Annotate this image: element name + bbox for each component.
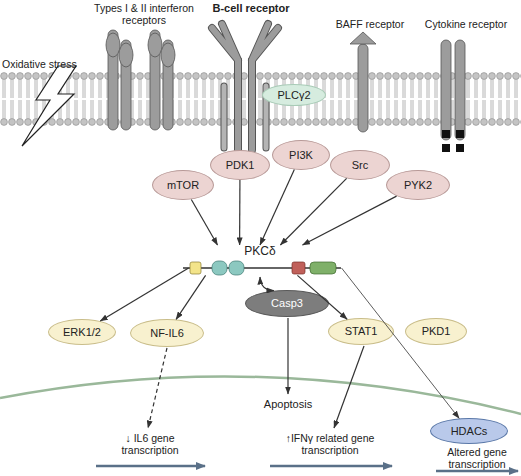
- annotation-text: BAFF receptor: [330, 18, 410, 30]
- node-text: PYK2: [404, 179, 432, 191]
- interferon-receptors: [106, 30, 175, 130]
- transcription-arrow: [334, 346, 364, 428]
- signal-arrow: [100, 268, 188, 321]
- signal-arrow: [239, 180, 241, 245]
- signal-arrow: [260, 277, 274, 291]
- signal-arrow: [260, 170, 294, 245]
- enzyme-ellipse: PLCγ2: [262, 84, 326, 106]
- node-text: STAT1: [345, 325, 378, 337]
- annotation-text: Apoptosis: [248, 398, 328, 411]
- node-text: PLCγ2: [277, 89, 310, 101]
- lightning-bolt: [22, 66, 76, 146]
- nuclear-envelope: [0, 376, 521, 414]
- caspase-ellipse: Casp3: [245, 290, 329, 317]
- b-cell-receptor: [212, 24, 278, 150]
- effector-ellipse: PKD1: [405, 318, 467, 345]
- kinase-ellipse: PI3K: [272, 140, 330, 170]
- effector-ellipse: ERK1/2: [48, 319, 116, 345]
- nuclear-ellipse: HDACs: [430, 418, 508, 444]
- node-text: PKCδ: [244, 245, 275, 258]
- kinase-ellipse: PDK1: [210, 150, 270, 180]
- signal-arrow: [176, 275, 206, 319]
- annotation-text: Cytokine receptor: [412, 18, 520, 30]
- kinase-ellipse: PYK2: [386, 170, 450, 200]
- node-text: NF-IL6: [150, 327, 184, 339]
- gene-arrow: [436, 470, 518, 473]
- annotation-text: ↓ IL6 gene transcription: [98, 432, 202, 456]
- cytokine-receptor: [441, 40, 465, 152]
- node-text: Casp3: [271, 297, 303, 309]
- signal-arrow: [280, 178, 346, 245]
- annotation-text: Types I & II interferon receptors: [84, 2, 204, 26]
- node-text: PDK1: [226, 159, 255, 171]
- node-text: Src: [352, 159, 369, 171]
- node-text: PI3K: [289, 149, 313, 161]
- annotation-text: Altered gene transcription: [434, 446, 520, 470]
- dashed-arrow: [148, 348, 167, 428]
- kinase-ellipse: mTOR: [152, 170, 214, 200]
- node-text: mTOR: [167, 179, 199, 191]
- annotation-text: ↑IFNγ related gene transcription: [266, 432, 394, 456]
- node-text: ERK1/2: [63, 326, 101, 338]
- annotation-text: Oxidative stress: [2, 58, 92, 70]
- pkc-domain-bar: [183, 261, 341, 275]
- kinase-ellipse: Src: [330, 150, 390, 180]
- gene-arrow: [96, 465, 205, 468]
- annotation-text: B-cell receptor: [196, 2, 306, 15]
- effector-ellipse: STAT1: [328, 318, 394, 345]
- gene-arrow: [270, 465, 392, 468]
- node-text: HDACs: [451, 425, 488, 437]
- baff-receptor: [350, 32, 376, 132]
- apoptosis-arrow: [287, 318, 288, 394]
- signal-arrow: [303, 196, 397, 245]
- node-text: PKD1: [422, 325, 451, 337]
- signal-arrow: [191, 199, 217, 245]
- effector-ellipse: NF-IL6: [130, 319, 204, 347]
- protein-domain-map: PKCδ: [175, 245, 345, 277]
